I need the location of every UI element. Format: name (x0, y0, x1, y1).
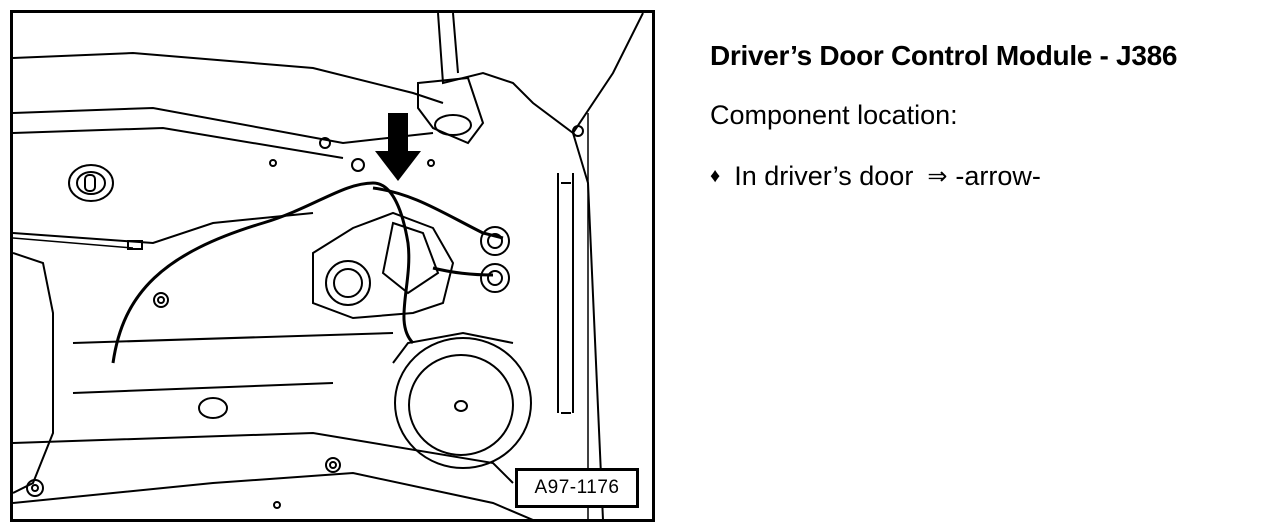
bullet-text: In driver’s door (734, 161, 914, 191)
double-arrow-icon: ⇒ (927, 163, 948, 190)
description-panel: Driver’s Door Control Module - J386 Comp… (710, 40, 1270, 192)
diamond-bullet-icon: ♦ (710, 165, 721, 187)
location-bullet: ♦ In driver’s door ⇒ -arrow- (710, 161, 1270, 192)
arrow-reference-text: -arrow- (955, 161, 1041, 191)
figure-number-label: A97-1176 (515, 468, 639, 508)
page-title: Driver’s Door Control Module - J386 (710, 40, 1178, 71)
door-illustration: A97-1176 (10, 10, 655, 522)
door-drawing (13, 13, 644, 519)
component-location-heading: Component location: (710, 100, 958, 130)
location-arrow (375, 113, 421, 181)
